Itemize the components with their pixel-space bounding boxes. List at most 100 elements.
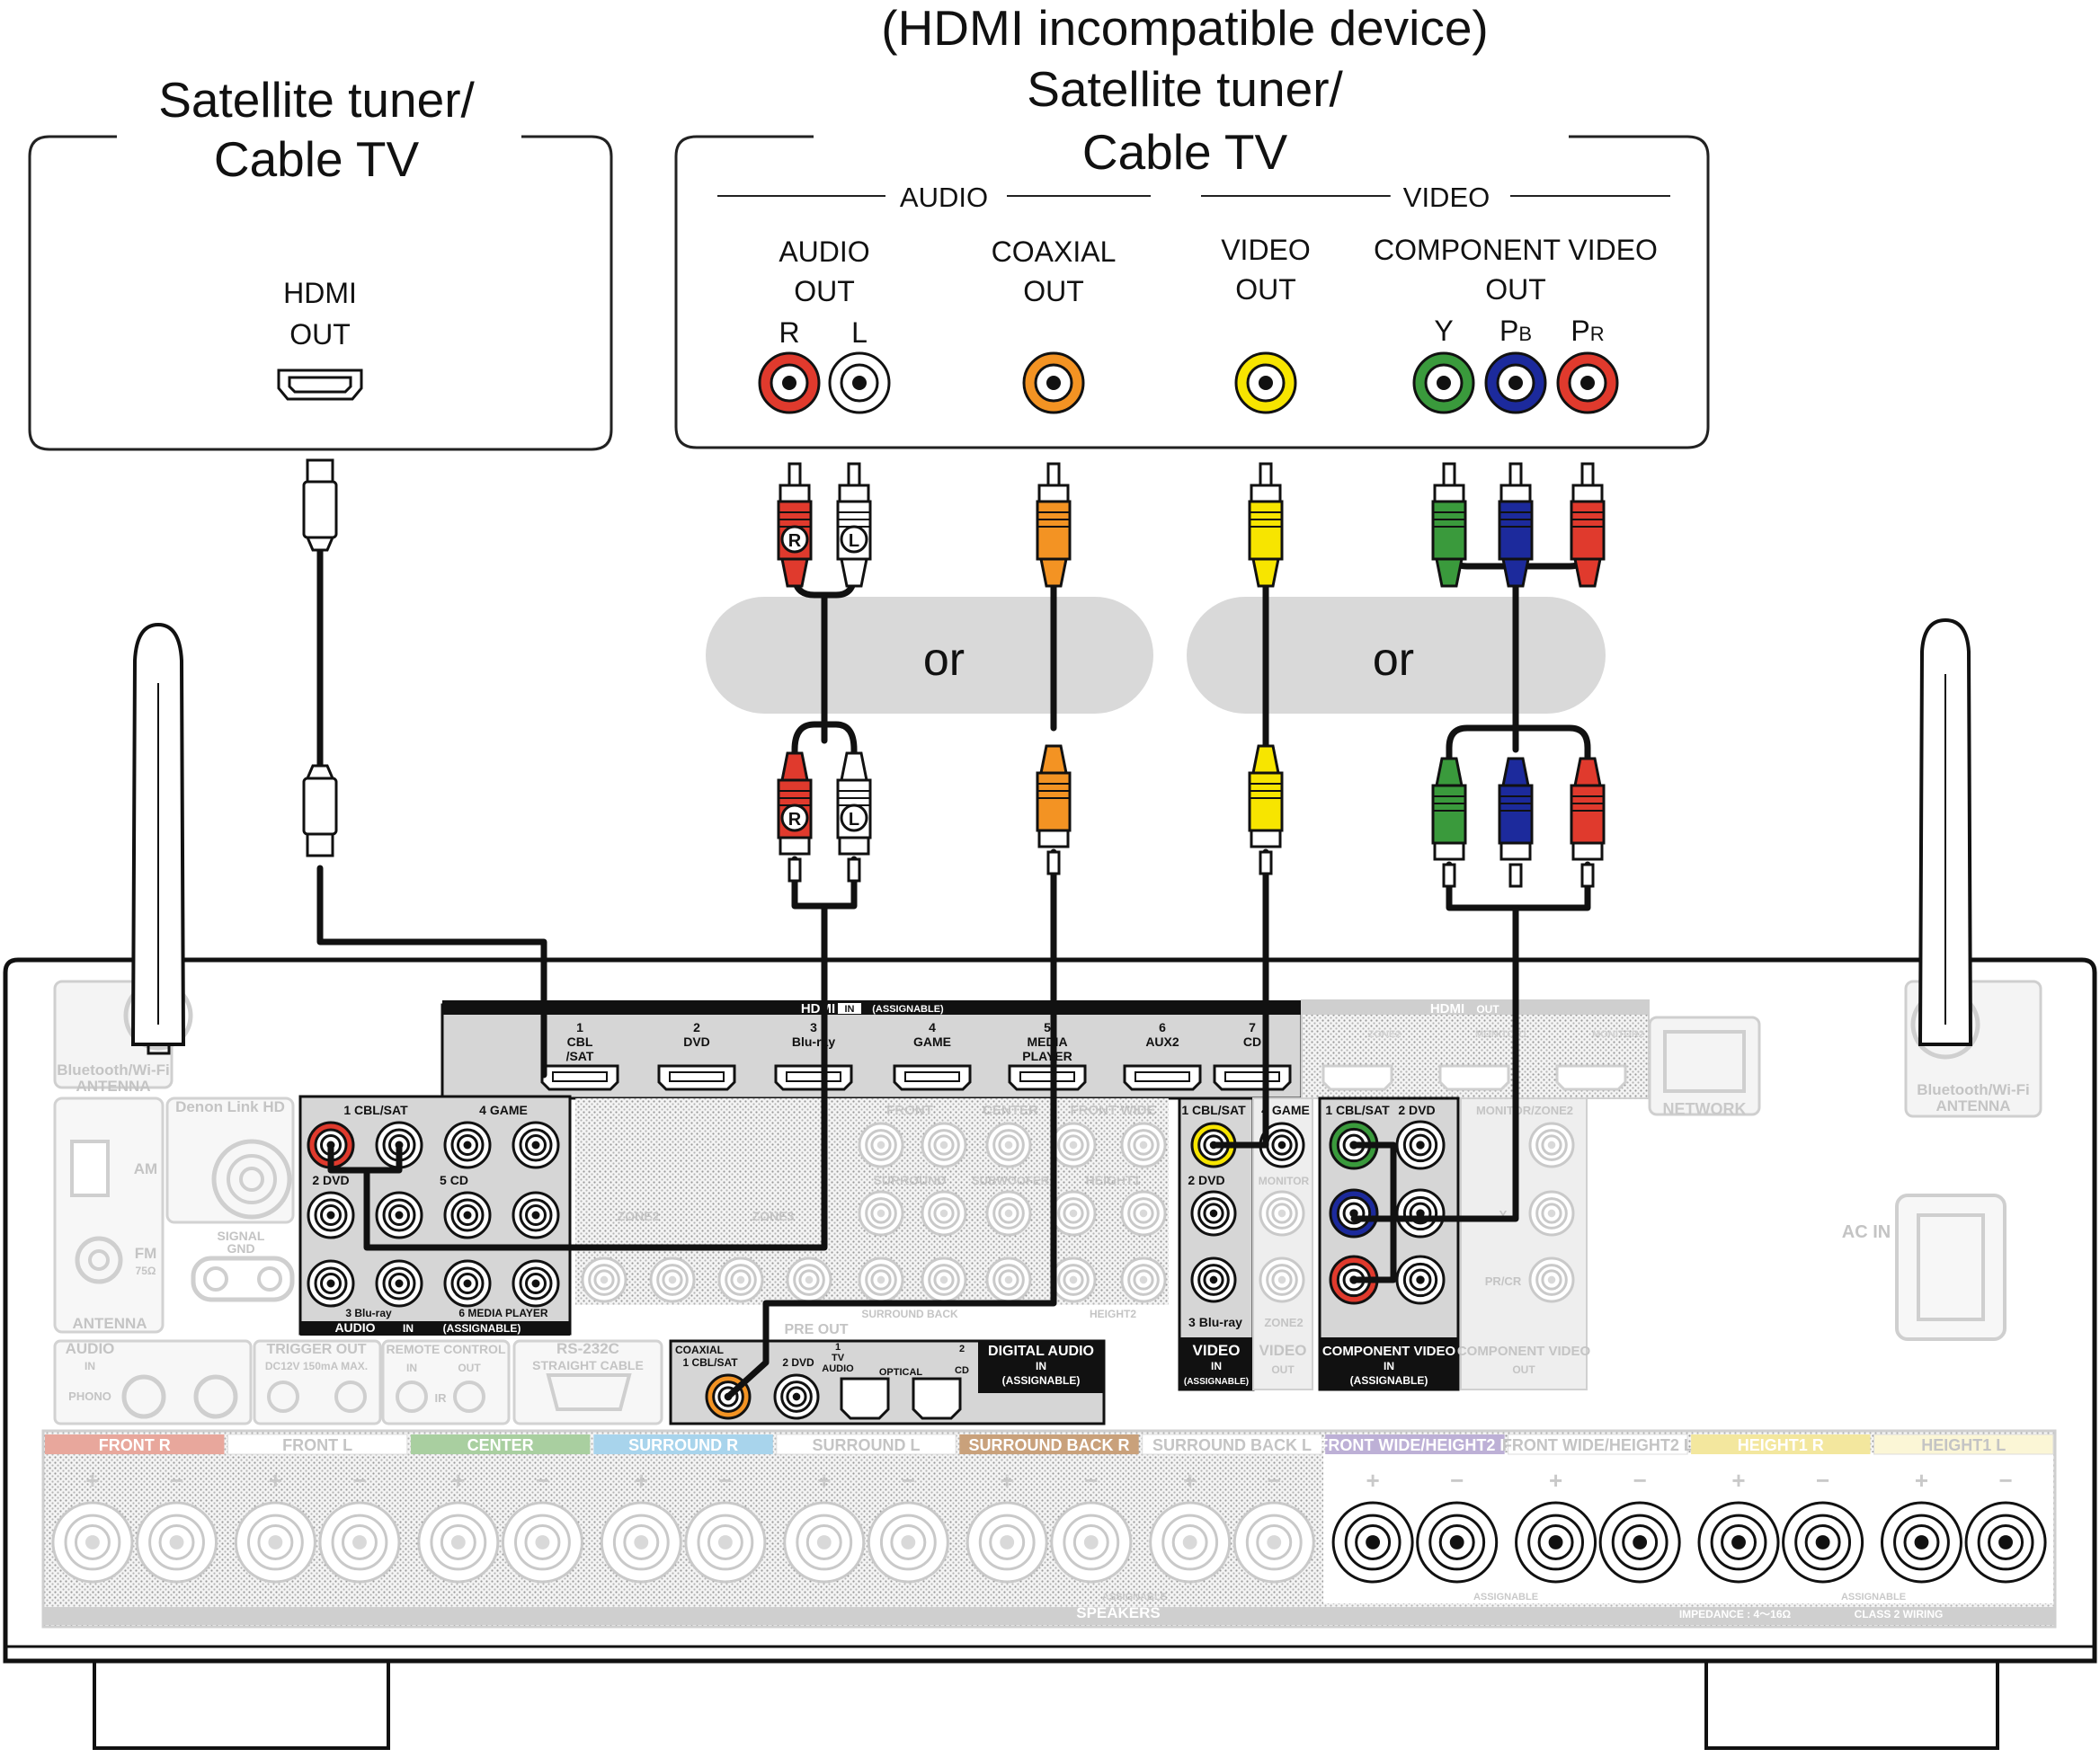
audio-cable-lower-l [363,902,828,1251]
rca-plug-audio-l-bottom: L [836,751,872,883]
hdmi-plug-bottom [302,764,338,857]
speaker-polarity: + [451,1467,465,1494]
video-in-label-cbl: 1 CBL/SAT [1181,1103,1246,1117]
component-in-label-dvd: 2 DVD [1398,1103,1435,1117]
hdmi-input-name: GAME [913,1034,951,1049]
fm-ohm-label: 75Ω [136,1265,156,1277]
left-hdmi-label-line2: OUT [289,318,351,351]
component-out-label-monitor: MONITOR/ZONE2 [1476,1104,1573,1117]
audio-in-label-2: 2 DVD [312,1173,349,1187]
rca-jack-video [1234,351,1297,414]
rca-jack-component-pr [1556,351,1619,414]
component-cable-lower [1350,904,1519,1222]
speaker-polarity: − [1998,1467,2012,1494]
component-cable-branch [1350,1141,1397,1283]
pre-out-surround: SURROUND [874,1173,947,1187]
optical-label: OPTICAL [879,1367,923,1378]
rca-plug-audio-l-top: L [836,462,872,588]
or-label-video: or [1372,634,1415,686]
audio-in-label-3: 3 Blu-ray [345,1307,392,1319]
coaxial-in-label: COAXIAL [675,1344,724,1356]
hdmi-out-port [1555,1064,1627,1091]
hdmi-out-port [1438,1064,1510,1091]
section-video-label: VIDEO [1390,183,1503,211]
speaker-header-8 [1508,1434,1688,1455]
remote-ir-label: IR [435,1391,448,1405]
component-pr-sub: R [1589,323,1605,345]
audio-out-label-line1: AUDIO [779,235,870,268]
speaker-header-9 [1691,1434,1871,1454]
component-pb-main: P [1499,315,1519,347]
denon-link-label: Denon Link HD [175,1098,285,1115]
audio-in-tag: IN [403,1322,414,1335]
speaker-header-label: HEIGHT1 L [1921,1436,2006,1454]
optical-cd: CD [955,1365,969,1376]
speakers-assignable-3: ASSIGNABLE [1841,1592,1906,1603]
rca-plug-comp-pb-bottom [1498,757,1534,888]
signal-gnd-2: GND [227,1241,254,1256]
phono-header: AUDIO [66,1340,115,1357]
speaker-header-label: CENTER [467,1436,534,1454]
hdmi-cable-lower [316,865,547,1079]
or-label-audio: or [922,634,965,686]
audio-r-label: R [779,316,800,349]
rca-jack-component-pb [1484,351,1547,414]
pre-out-subwoofer: SUBWOOFER [972,1174,1050,1187]
audio-in-label-6: 6 MEDIA PLAYER [458,1307,547,1319]
hdmi-input-num: 6 [1159,1020,1166,1034]
hdmi-out-port [277,368,363,401]
audio-in-label-5: 5 CD [440,1173,468,1187]
coaxial-cable-lower [725,848,1057,1400]
video-out-label-line2: OUT [1235,273,1296,306]
rca-plug-coaxial-top [1036,462,1072,588]
speaker-header-label: SURROUND BACK L [1152,1436,1312,1454]
trigger-spec-label: DC12V 150mA MAX. [265,1360,368,1372]
hdmi-input-num: 2 [693,1020,700,1034]
remote-out-label: OUT [458,1362,481,1374]
antenna-label-right-1: Bluetooth/Wi-Fi [1917,1081,2029,1098]
speaker-header-3 [593,1434,773,1454]
rca-plug-comp-y-top [1431,462,1467,588]
speaker-header-6 [1142,1434,1322,1455]
rca-plug-video-bottom [1248,744,1284,875]
speaker-polarity: − [1084,1467,1098,1494]
speaker-header-4 [776,1434,957,1455]
speaker-header-label: SURROUND BACK R [969,1436,1130,1454]
plug-letter: L [849,531,859,551]
component-out-label-pr: PR/CR [1485,1274,1522,1288]
speaker-polarity: − [902,1467,915,1494]
right-device-title-line1: Satellite tuner/ [1027,61,1343,117]
antenna-label-right-2: ANTENNA [1935,1097,2010,1114]
speakers-assignable-1: ASSIGNABLE [1102,1592,1167,1603]
hdmi-input-name: Blu-ray [792,1034,835,1049]
pre-out-front-wide: FRONT WIDE [1071,1103,1156,1118]
antenna-footer-label: ANTENNA [72,1315,147,1332]
speaker-header-label: SURROUND R [628,1436,738,1454]
rca-plug-comp-pr-top [1570,462,1606,588]
component-pr-label: PR [1571,316,1604,345]
speakers-footer: SPEAKERS [1076,1604,1161,1621]
impedance-label: IMPEDANCE : 4～16Ω [1679,1608,1792,1620]
network-label: NETWORK [1663,1100,1747,1118]
video-cable-lower [1210,848,1269,1149]
hdmi-input-name: MEDIA [1027,1034,1067,1049]
speaker-header-0 [45,1434,225,1454]
rca-plug-comp-pr-bottom [1570,757,1606,888]
right-device-note: (HDMI incompatible device) [881,0,1489,56]
trigger-out-label: TRIGGER OUT [266,1342,366,1357]
remote-in-label: IN [406,1362,417,1374]
phono-label: PHONO [68,1390,111,1403]
wifi-antenna-left [53,622,193,1089]
rca-plug-comp-y-bottom [1431,757,1467,888]
audio-out-label-line2: OUT [794,275,855,307]
hdmi-input-name: AUX2 [1145,1034,1179,1049]
component-out-label-line2: OUT [1485,273,1546,306]
video-in-assignable: (ASSIGNABLE) [1184,1377,1249,1387]
digital-audio-tag: IN [1036,1360,1046,1372]
speaker-polarity: + [1183,1467,1197,1494]
speaker-polarity: − [536,1467,549,1494]
audio-l-label: L [851,316,868,349]
fm-label: FM [135,1245,157,1262]
antenna-label-left-2: ANTENNA [76,1078,150,1095]
